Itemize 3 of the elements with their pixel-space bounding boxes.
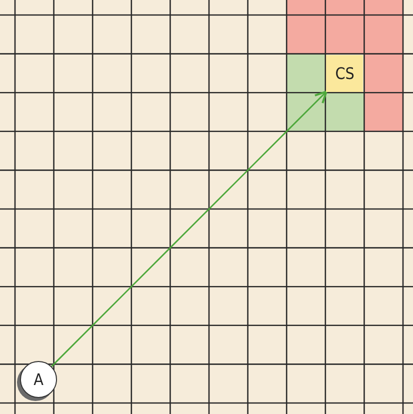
player-token: A: [20, 361, 57, 398]
target-cell: CS: [326, 54, 364, 92]
arrow: [51, 90, 328, 367]
